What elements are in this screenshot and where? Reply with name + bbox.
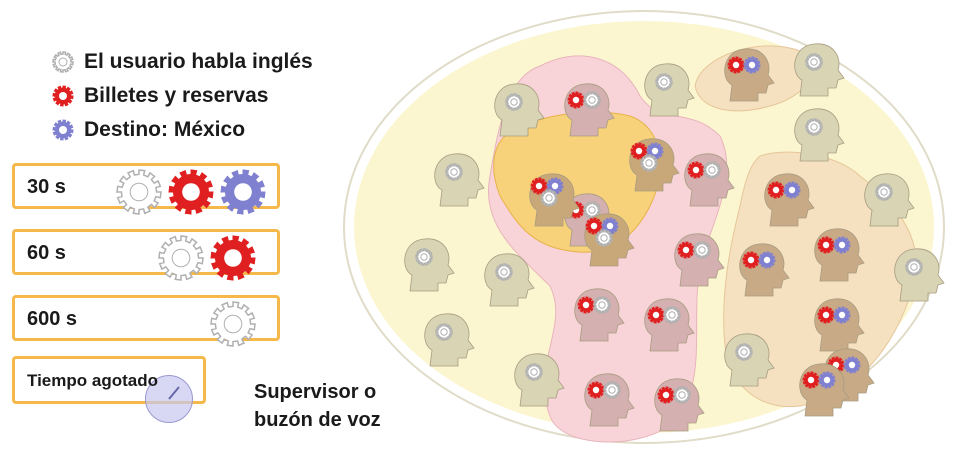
timer-gears (209, 300, 257, 348)
timeout-box: Tiempo agotado (12, 356, 206, 423)
legend-label: El usuario habla inglés (84, 50, 313, 73)
gear-gray-icon (116, 169, 162, 215)
timer-gears (157, 234, 257, 282)
timer-label: 30 s (27, 176, 66, 198)
legend-item-english: El usuario habla inglés (52, 50, 313, 74)
timeout-label: Tiempo agotado (27, 371, 158, 390)
clock-icon (145, 375, 193, 423)
timer-60s: 60 s (12, 229, 280, 281)
timer-30s: 30 s (12, 163, 280, 215)
gear-gray-icon (52, 51, 74, 73)
timer-label: 60 s (27, 242, 66, 264)
gear-blue-icon (52, 119, 74, 141)
legend-label: Destino: México (84, 118, 246, 141)
gear-red-icon (168, 169, 214, 215)
gear-red-icon (52, 85, 74, 107)
agent-pool-diagram (343, 10, 945, 444)
timer-label: 600 s (27, 308, 78, 330)
gear-gray-icon (210, 301, 256, 347)
fallback-line2: buzón de voz (254, 409, 381, 431)
legend-item-destination: Destino: México (52, 118, 245, 142)
timer-gears (115, 168, 267, 216)
legend-label: Billetes y reservas (84, 84, 269, 107)
timer-600s: 600 s (12, 295, 280, 347)
gear-gray-icon (158, 235, 204, 281)
gear-blue-icon (220, 169, 266, 215)
gear-red-icon (210, 235, 256, 281)
fallback-text: Supervisor o buzón de voz (254, 378, 381, 434)
fallback-line1: Supervisor o (254, 381, 377, 403)
legend-item-tickets: Billetes y reservas (52, 84, 268, 108)
